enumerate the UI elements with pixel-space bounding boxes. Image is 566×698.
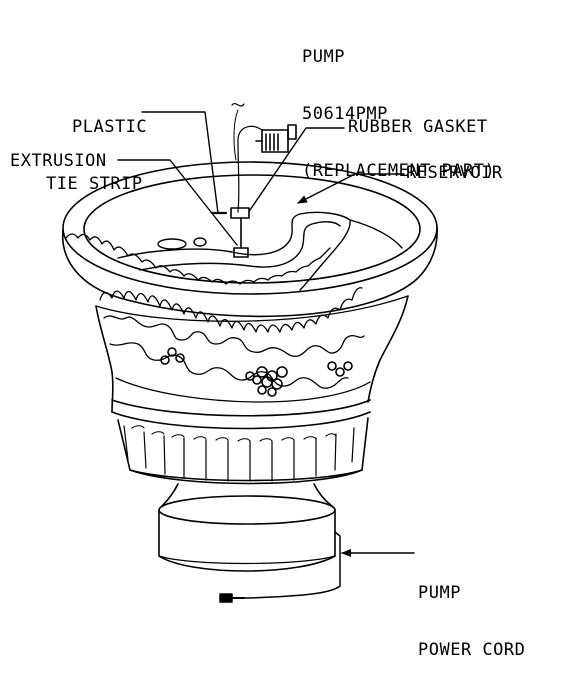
- power-cord: [219, 531, 341, 603]
- urn-pedestal: [158, 483, 336, 572]
- tie-strip-label-line1: PLASTIC: [72, 117, 148, 137]
- leader-lines: [117, 111, 415, 557]
- urn-rim: [61, 161, 438, 318]
- urn-bowl: [95, 295, 409, 413]
- rubber-gasket-label: RUBBER GASKET: [348, 117, 488, 137]
- urn-drawing: [61, 102, 438, 603]
- extrusion-label: EXTRUSION: [10, 151, 107, 171]
- egg-band: [95, 287, 409, 333]
- pump-icon: [231, 102, 297, 213]
- urn-collar: [111, 399, 371, 485]
- extrusion-leader: [117, 159, 238, 246]
- pump-label-note: (REPLACEMENT PART): [302, 161, 496, 181]
- tie-strip-label-line2: TIE STRIP: [46, 174, 143, 194]
- gasket-leader: [249, 127, 345, 211]
- power-cord-label-line1: PUMP: [418, 583, 461, 603]
- pump-label-part-number: 50614PMP: [302, 104, 388, 124]
- pump-label-line1: PUMP: [302, 47, 345, 67]
- reservoir-label: RESERVOIR: [406, 163, 503, 183]
- fountain-diagram: PUMP 50614PMP (REPLACEMENT PART) PLASTIC…: [10, 10, 525, 660]
- pump-label: PUMP 50614PMP (REPLACEMENT PART): [302, 10, 495, 219]
- gasket-assembly: [210, 207, 250, 258]
- reservoir-basin: [117, 211, 403, 291]
- tie-strip-label: PLASTIC TIE STRIP: [46, 80, 147, 232]
- power-cord-label-line2: POWER CORD: [418, 640, 526, 660]
- tie-strip-leader: [141, 111, 219, 214]
